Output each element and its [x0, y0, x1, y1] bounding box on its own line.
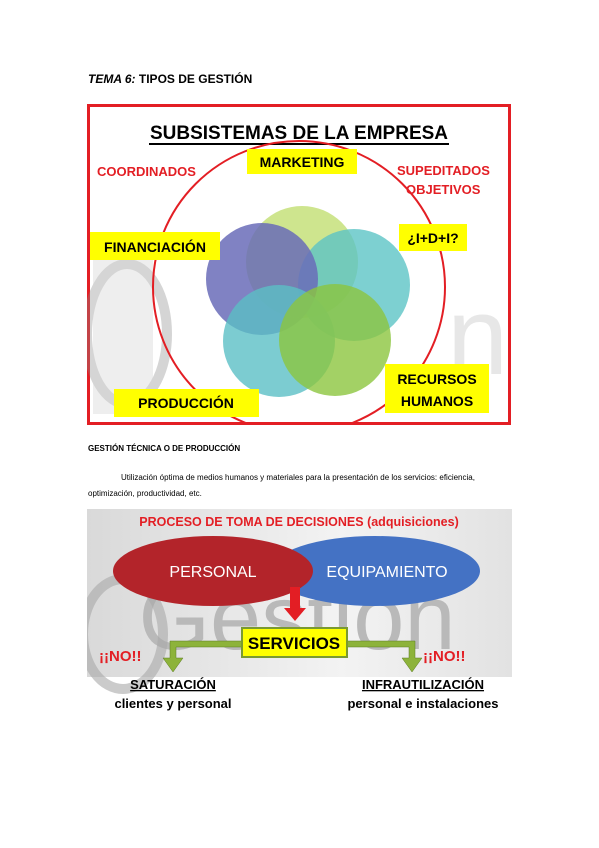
label-humanos: HUMANOS — [401, 393, 473, 409]
subsystems-figure: n SUBSISTEMAS DE LA EMPRESA COORDINADOS … — [87, 104, 511, 425]
label-infrautilizacion: INFRAUTILIZACIÓN — [362, 677, 484, 692]
label-equipamiento: EQUIPAMIENTO — [326, 564, 447, 581]
label-no-right: ¡¡NO!! — [423, 648, 465, 665]
outer-ring — [152, 140, 446, 425]
label-bg-financiacion — [90, 232, 220, 260]
section-title: GESTIÓN TÉCNICA O DE PRODUCCIÓN — [88, 444, 241, 453]
label-bg-marketing — [247, 149, 357, 174]
label-saturacion-sub: clientes y personal — [114, 696, 231, 711]
venn-circles — [206, 206, 410, 397]
left-arrow-icon — [162, 640, 243, 673]
down-arrow-icon — [284, 587, 306, 621]
paragraph-text: Utilización óptima de medios humanos y m… — [88, 473, 475, 498]
label-servicios: SERVICIOS — [248, 634, 340, 653]
equipamiento-ellipse — [270, 536, 480, 606]
servicios-box — [241, 627, 348, 658]
label-bg-idi — [399, 224, 467, 251]
decision-process-figure: Gestión PROCESO DE TOMA DE DECISIONES (a… — [87, 509, 512, 711]
label-saturacion: SATURACIÓN — [130, 677, 216, 692]
label-recursos: RECURSOS — [397, 371, 476, 387]
body-paragraph: Utilización óptima de medios humanos y m… — [88, 470, 518, 502]
label-financiacion: FINANCIACIÓN — [104, 238, 206, 255]
heading-topic-number: TEMA 6: — [88, 72, 136, 86]
figure-title: SUBSISTEMAS DE LA EMPRESA — [150, 123, 448, 144]
label-idi: ¿I+D+I? — [407, 230, 458, 246]
personal-ellipse — [113, 536, 313, 606]
label-marketing: MARKETING — [260, 154, 345, 170]
label-no-left: ¡¡NO!! — [99, 648, 141, 665]
label-coordinados: COORDINADOS — [97, 164, 196, 179]
label-infrautilizacion-sub: personal e instalaciones — [347, 696, 498, 711]
label-bg-recursos — [385, 364, 489, 413]
page-heading: TEMA 6: TIPOS DE GESTIÓN — [88, 72, 252, 86]
label-personal: PERSONAL — [169, 564, 256, 581]
heading-topic-title: TIPOS DE GESTIÓN — [135, 72, 253, 86]
label-produccion: PRODUCCIÓN — [138, 394, 234, 411]
right-arrow-icon — [346, 640, 423, 673]
label-objetivos: OBJETIVOS — [406, 182, 481, 197]
circle-recursos — [279, 284, 391, 396]
figure2-title: PROCESO DE TOMA DE DECISIONES (adquisici… — [139, 515, 459, 529]
label-supeditados: SUPEDITADOS — [397, 163, 490, 178]
label-bg-produccion — [114, 389, 259, 417]
